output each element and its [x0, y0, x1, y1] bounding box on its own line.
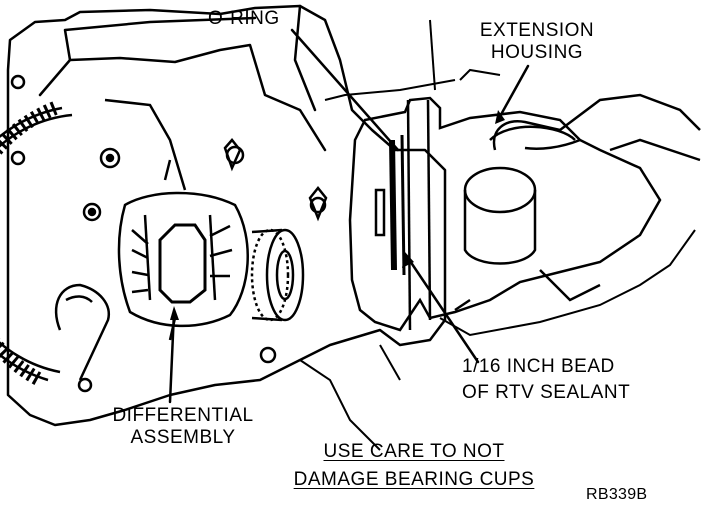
leader-arrowheads	[170, 110, 505, 320]
leader-lines	[168, 28, 530, 404]
rtv-bead-label: 1/16 INCH BEAD OF RTV SEALANT	[462, 356, 630, 404]
caution-line-2: DAMAGE BEARING CUPS	[293, 469, 535, 490]
rtv-bead-line-2: OF RTV SEALANT	[462, 382, 631, 403]
extension-housing	[348, 96, 662, 332]
rtv-bead-leader	[406, 256, 480, 364]
differential-leader	[168, 310, 176, 404]
differential-line-2: ASSEMBLY	[130, 427, 236, 448]
extension-housing-line-2: HOUSING	[490, 42, 584, 63]
differential-line-1: DIFFERENTIAL	[112, 405, 254, 426]
extension-housing-line-1: EXTENSION	[479, 20, 595, 41]
differential-assembly	[117, 159, 249, 341]
finger	[54, 283, 111, 381]
transaxle-case	[6, 4, 447, 427]
o-ring-label: O-RING	[208, 8, 280, 29]
case-ears	[223, 138, 328, 222]
case-bolts	[10, 74, 327, 393]
ring-gear	[0, 98, 187, 387]
rtv-bead-line-1: 1/16 INCH BEAD	[462, 356, 615, 377]
extension-housing-leader	[496, 64, 530, 122]
figure-code: RB339B	[586, 486, 648, 503]
hand	[492, 93, 701, 162]
side-bearing	[250, 228, 305, 322]
caution-line-1: USE CARE TO NOT	[323, 441, 505, 462]
caution-note: USE CARE TO NOT DAMAGE BEARING CUPS	[268, 441, 560, 491]
differential-assembly-label: DIFFERENTIAL ASSEMBLY	[104, 405, 262, 449]
o-ring	[374, 134, 406, 276]
o-ring-leader	[290, 28, 400, 152]
background-lines	[299, 19, 696, 451]
extension-housing-label: EXTENSION HOUSING	[470, 20, 604, 64]
